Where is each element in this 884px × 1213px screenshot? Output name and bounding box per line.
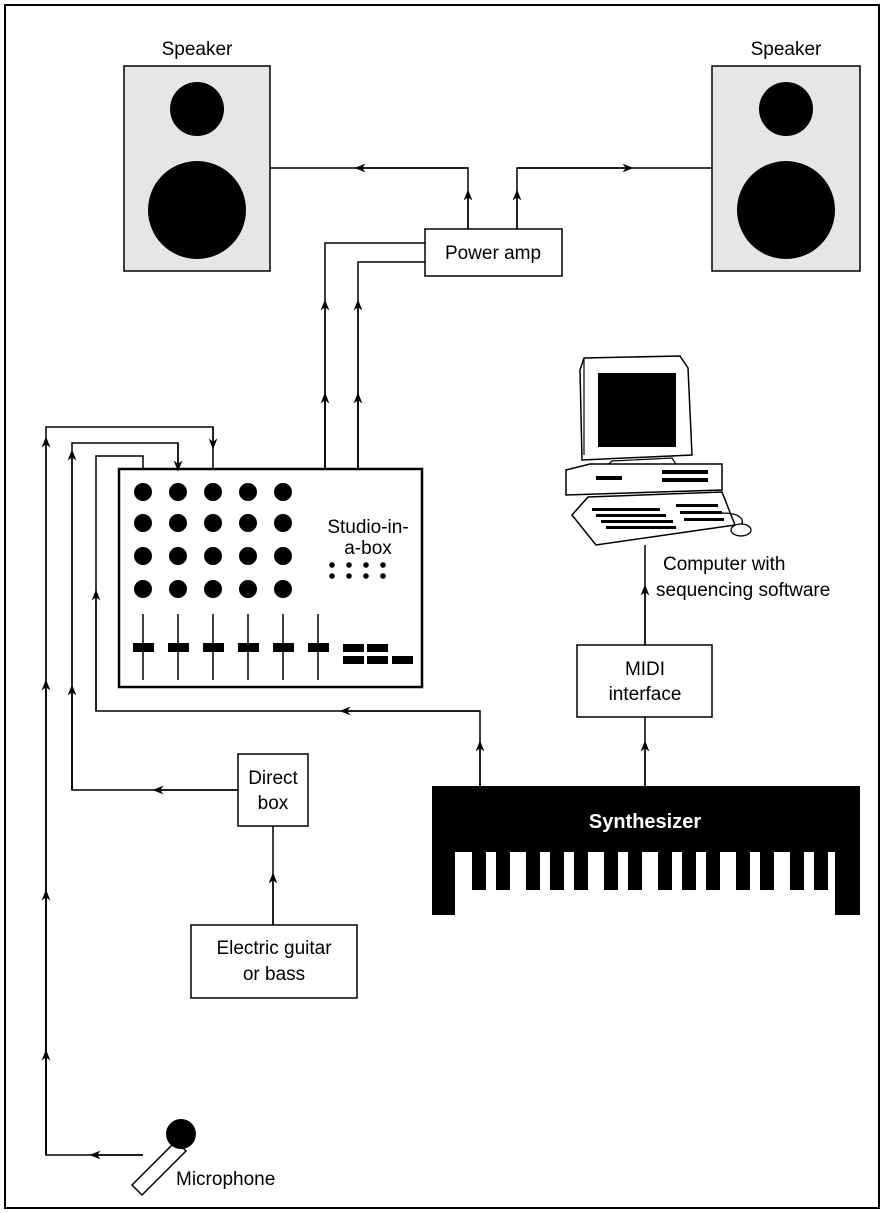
speaker-right: Speaker <box>711 39 861 272</box>
amp-to-right-speaker-wire <box>516 167 712 229</box>
guitar-label-line1: Electric guitar <box>216 938 332 959</box>
direct-box: Direct box <box>237 753 309 827</box>
synthesizer: Synthesizer <box>432 786 860 915</box>
studio-to-amp-wire-2 <box>357 261 425 469</box>
synth-to-studio-wire <box>95 455 481 786</box>
studio-in-a-box: Studio-in- a-box <box>117 467 424 689</box>
synth-label: Synthesizer <box>589 811 701 833</box>
studio-label-line1: Studio-in- <box>327 517 408 538</box>
speaker-left-label: Speaker <box>162 39 233 60</box>
speaker-right-label: Speaker <box>751 39 822 60</box>
studio-to-amp-wire-1 <box>324 242 425 469</box>
computer-icon <box>565 355 752 546</box>
power-amp: Power amp <box>424 228 563 277</box>
speaker-icon <box>123 65 271 272</box>
amp-to-left-speaker-wire <box>270 167 469 229</box>
diagram-frame <box>4 4 880 1209</box>
piano-keys-icon <box>455 852 835 915</box>
midi-label-line1: MIDI <box>625 659 665 680</box>
electric-guitar: Electric guitar or bass <box>190 924 358 999</box>
guitar-label-line2: or bass <box>243 964 305 985</box>
direct-label-line2: box <box>258 793 289 814</box>
studio-label-line2: a-box <box>344 538 392 559</box>
power-amp-label: Power amp <box>445 243 541 264</box>
microphone-label: Microphone <box>176 1169 275 1190</box>
direct-label-line1: Direct <box>248 768 298 789</box>
midi-interface: MIDI interface <box>576 644 713 718</box>
microphone-icon <box>130 1119 196 1197</box>
computer-label-line1: Computer with <box>663 554 786 575</box>
midi-label-line2: interface <box>609 684 682 705</box>
computer-label-line2: sequencing software <box>656 580 830 601</box>
mixer-icon <box>133 483 413 680</box>
speaker-left: Speaker <box>123 39 271 272</box>
speaker-icon <box>711 65 861 272</box>
